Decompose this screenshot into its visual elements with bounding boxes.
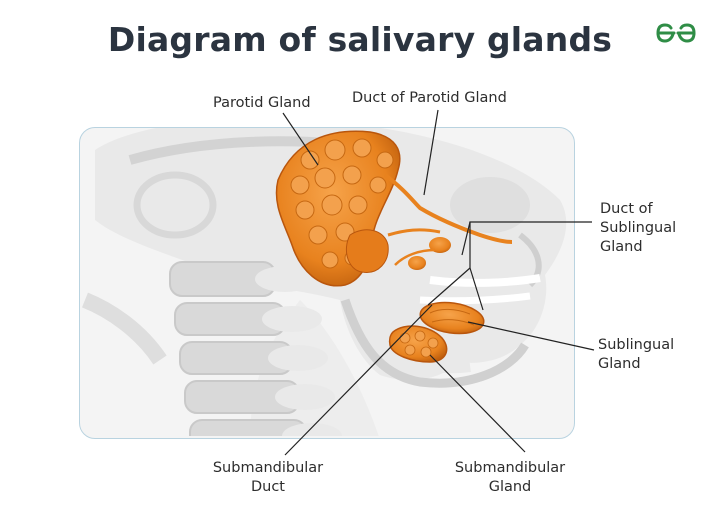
- label-submandibular-duct: Submandibular Duct: [212, 460, 324, 495]
- label-duct-of-parotid-gland: Duct of Parotid Gland: [352, 90, 507, 106]
- parotid-duct: [383, 173, 513, 244]
- label-submandibular-gland: Submandibular Gland: [454, 460, 566, 495]
- leader-lines: [282, 109, 595, 456]
- geeksforgeeks-logo-icon: [656, 23, 696, 43]
- label-duct-of-sublingual-gland: Duct of Sublingual Gland: [600, 201, 677, 255]
- submandibular-gland: [388, 325, 448, 363]
- label-sublingual-gland: Sublingual Gland: [598, 337, 675, 372]
- sublingual-gland: [419, 301, 485, 335]
- accessory-gland-small: [408, 256, 426, 270]
- parotid-gland: [275, 130, 401, 287]
- page-title: Diagram of salivary glands: [107, 20, 613, 59]
- label-parotid-gland: Parotid Gland: [213, 95, 311, 111]
